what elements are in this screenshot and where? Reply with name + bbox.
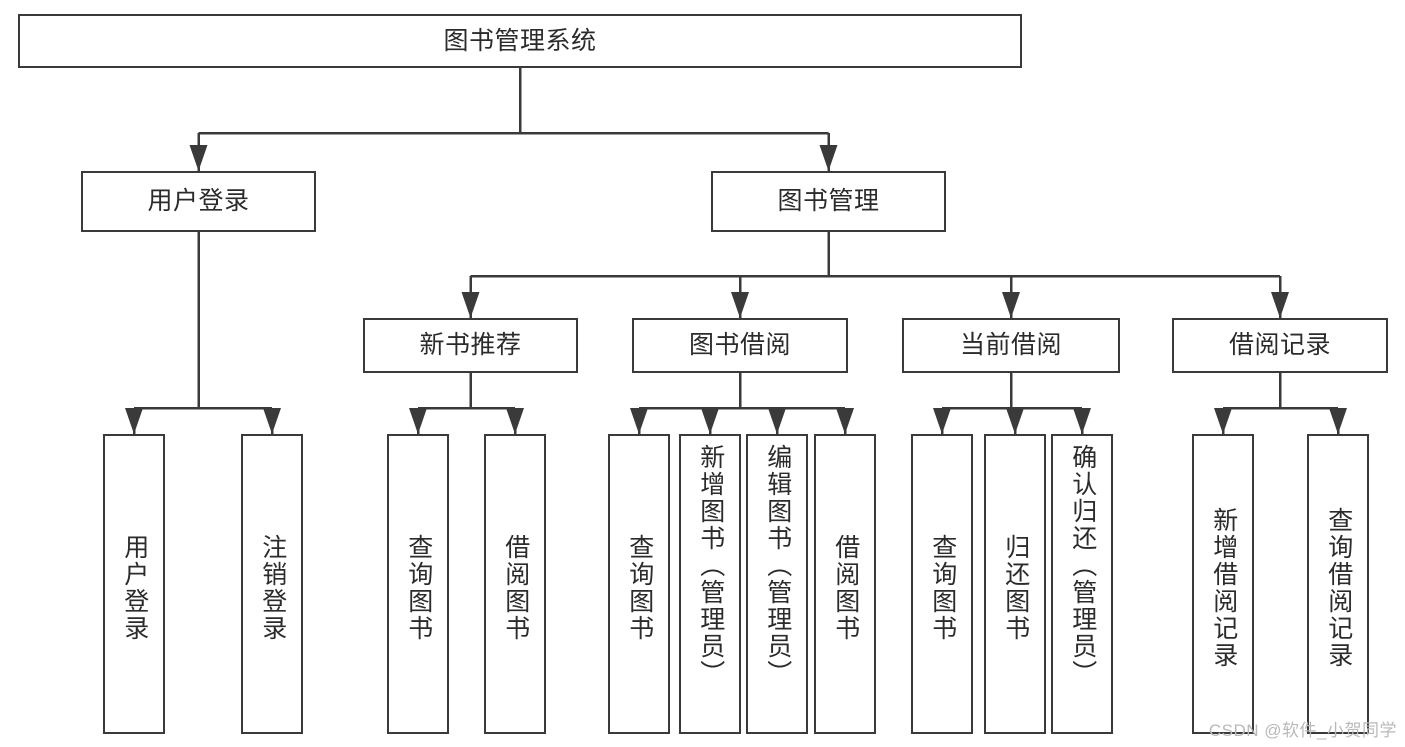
arrow-head-icon [1073, 408, 1091, 434]
arrow-head-icon [1329, 408, 1347, 434]
node-label: 图书管理系统 [443, 26, 597, 55]
node-label: 借阅图书 [831, 534, 860, 642]
node-label: 新增借阅记录 [1209, 507, 1238, 669]
arrow-head-icon [731, 292, 749, 318]
node-leaf-bor-4[interactable]: 借阅图书 [814, 434, 876, 734]
arrow-head-icon [125, 408, 143, 434]
node-label: 查询借阅记录 [1324, 507, 1353, 669]
arrow-head-icon [1214, 408, 1232, 434]
node-leaf-rec-1[interactable]: 新增借阅记录 [1192, 434, 1254, 734]
node-label: 注销登录 [258, 534, 287, 642]
node-label: 当前借阅 [959, 331, 1062, 359]
node-newbook[interactable]: 新书推荐 [363, 318, 578, 373]
arrow-head-icon [263, 408, 281, 434]
node-label: 借阅图书 [501, 534, 530, 642]
node-leaf-bor-3[interactable]: 编辑图书（管理员） [746, 434, 808, 734]
node-leaf-cur-2[interactable]: 归还图书 [984, 434, 1046, 734]
node-label: 确认归还（管理员） [1068, 444, 1097, 687]
arrow-head-icon [836, 408, 854, 434]
node-label: 查询图书 [625, 534, 654, 642]
node-borrow[interactable]: 图书借阅 [632, 318, 848, 373]
node-label: 查询图书 [928, 534, 957, 642]
node-leaf-cur-1[interactable]: 查询图书 [911, 434, 973, 734]
node-bookmgmt[interactable]: 图书管理 [711, 171, 946, 232]
arrow-head-icon [506, 408, 524, 434]
csdn-watermark: CSDN @软件_小贺同学 [1208, 721, 1397, 740]
node-leaf-cur-3[interactable]: 确认归还（管理员） [1051, 434, 1113, 734]
node-label: 图书借阅 [688, 331, 791, 359]
arrow-head-icon [1271, 292, 1289, 318]
node-leaf-bor-1[interactable]: 查询图书 [608, 434, 670, 734]
node-label: 查询图书 [404, 534, 433, 642]
node-leaf-login-2[interactable]: 注销登录 [241, 434, 303, 734]
arrow-head-icon [768, 408, 786, 434]
node-label: 归还图书 [1001, 534, 1030, 642]
node-label: 借阅记录 [1228, 331, 1331, 359]
node-records[interactable]: 借阅记录 [1172, 318, 1388, 373]
arrow-head-icon [630, 408, 648, 434]
arrow-head-icon [1002, 292, 1020, 318]
node-label: 用户登录 [147, 187, 250, 215]
arrow-head-icon [409, 408, 427, 434]
arrow-head-icon [461, 292, 480, 318]
node-root[interactable]: 图书管理系统 [18, 14, 1022, 68]
node-label: 新增图书（管理员） [696, 444, 725, 687]
node-leaf-new-2[interactable]: 借阅图书 [484, 434, 546, 734]
node-current[interactable]: 当前借阅 [902, 318, 1120, 373]
node-label: 图书管理 [777, 187, 880, 215]
node-leaf-bor-2[interactable]: 新增图书（管理员） [679, 434, 741, 734]
arrow-head-icon [819, 145, 838, 171]
node-leaf-login-1[interactable]: 用户登录 [103, 434, 165, 734]
node-leaf-new-1[interactable]: 查询图书 [387, 434, 449, 734]
arrow-head-icon [1006, 408, 1024, 434]
arrow-head-icon [701, 408, 719, 434]
node-label: 用户登录 [120, 534, 149, 642]
node-label: 新书推荐 [419, 331, 522, 359]
arrow-head-icon [933, 408, 951, 434]
node-login[interactable]: 用户登录 [81, 171, 316, 232]
node-label: 编辑图书（管理员） [763, 444, 792, 687]
node-leaf-rec-2[interactable]: 查询借阅记录 [1307, 434, 1369, 734]
arrow-head-icon [189, 145, 208, 171]
